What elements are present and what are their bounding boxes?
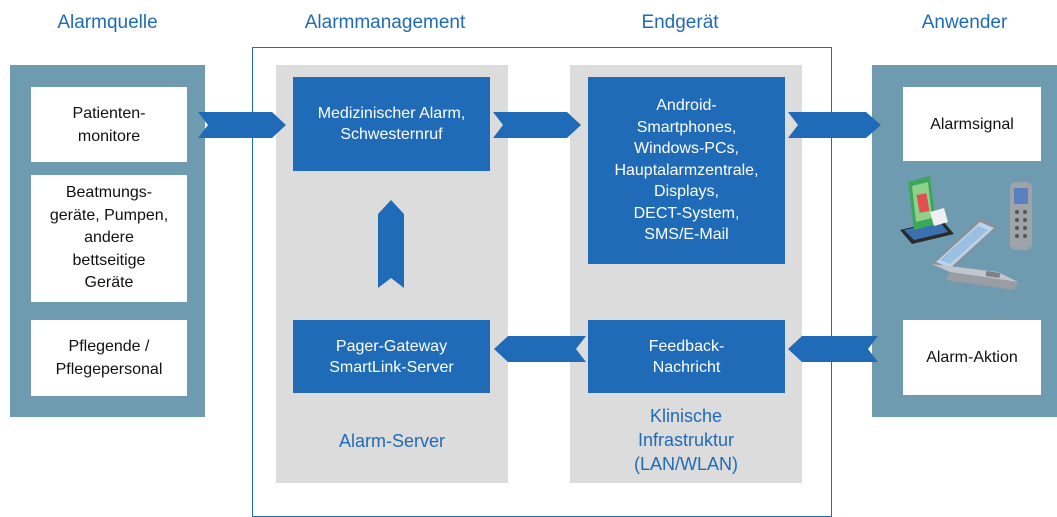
arrow-sources-to-alarm-icon bbox=[198, 112, 286, 138]
source-nursing-staff: Pflegende / Pflegepersonal bbox=[31, 320, 187, 396]
alarm-signal-box: Alarmsignal bbox=[903, 87, 1041, 161]
smartphone-icon bbox=[900, 176, 954, 244]
medical-alarm-box: Medizinischer Alarm, Schwesternruf bbox=[293, 77, 490, 171]
header-anwender: Anwender bbox=[921, 12, 1008, 33]
arrow-feedback-to-gateway-icon bbox=[494, 336, 586, 362]
alarm-action-box: Alarm-Aktion bbox=[903, 320, 1041, 395]
header-alarmquelle: Alarmquelle bbox=[57, 12, 158, 33]
header-alarmmanagement: Alarmmanagement bbox=[304, 12, 466, 33]
arrow-alarm-to-devices-icon bbox=[493, 112, 581, 138]
source-ventilators-pumps: Beatmungs- geräte, Pumpen, andere bettse… bbox=[31, 175, 187, 302]
header-endgeraet: Endgerät bbox=[641, 12, 719, 33]
feedback-box: Feedback- Nachricht bbox=[588, 320, 785, 393]
arrow-action-to-feedback-icon bbox=[788, 336, 878, 362]
devices-illustration-icon bbox=[900, 176, 1032, 290]
laptop-icon bbox=[932, 218, 1018, 290]
devices-box: Android- Smartphones, Windows-PCs, Haupt… bbox=[588, 77, 785, 264]
dect-phone-icon bbox=[1010, 182, 1032, 250]
arrow-devices-to-user-icon bbox=[788, 112, 881, 138]
alarm-server-label: Alarm-Server bbox=[338, 431, 445, 451]
pager-gateway-box: Pager-Gateway SmartLink-Server bbox=[293, 320, 490, 393]
clinical-infrastructure-label: Klinische Infrastruktur (LAN/WLAN) bbox=[633, 406, 738, 474]
arrow-gateway-to-alarm-icon bbox=[378, 200, 404, 288]
source-patient-monitors: Patienten- monitore bbox=[31, 87, 187, 162]
